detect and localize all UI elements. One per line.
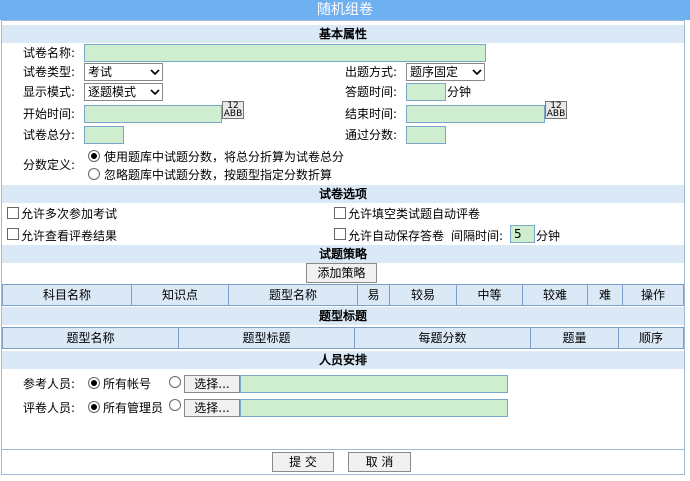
- method-label: 出题方式:: [345, 65, 398, 79]
- display-mode-label: 显示模式:: [23, 85, 76, 99]
- col-subject: 科目名称: [3, 285, 132, 305]
- start-time-label: 开始时间:: [23, 107, 76, 121]
- score-option-1-label: 使用题库中试题分数，将总分折算为试卷总分: [104, 150, 345, 164]
- paper-name-label: 试卷名称:: [23, 46, 76, 60]
- col-qtype: 题型名称: [229, 285, 358, 305]
- view-result-checkbox[interactable]: [7, 228, 19, 240]
- score-def-label: 分数定义:: [23, 158, 76, 172]
- add-strategy-button[interactable]: 添加策略: [306, 263, 377, 283]
- answer-time-unit: 分钟: [447, 85, 472, 99]
- display-mode-value: 逐题模式: [88, 85, 137, 99]
- qtype-table-header: 题型名称 题型标题 每题分数 题量 顺序: [2, 327, 684, 349]
- graders-select-radio[interactable]: [169, 399, 181, 411]
- end-time-input[interactable]: [406, 105, 545, 123]
- chevron-down-icon: [472, 69, 482, 76]
- section-qtype-title: 题型标题: [2, 307, 684, 325]
- auto-save-label: 允许自动保存答卷: [348, 229, 445, 243]
- graders-select-button[interactable]: 选择...: [184, 399, 240, 417]
- participants-select-button[interactable]: 选择...: [184, 375, 240, 393]
- section-strategy: 试题策略: [2, 245, 684, 263]
- auto-grade-fill-label: 允许填空类试题自动评卷: [348, 207, 481, 221]
- score-option-2-radio[interactable]: [88, 168, 100, 180]
- interval-label: 间隔时间:: [451, 229, 504, 243]
- display-mode-select[interactable]: 逐题模式: [84, 83, 163, 101]
- multi-attempt-label: 允许多次参加考试: [21, 207, 118, 221]
- pass-score-input[interactable]: [406, 126, 446, 144]
- col-easy: 易: [358, 285, 390, 305]
- answer-time-label: 答题时间:: [345, 85, 398, 99]
- chevron-down-icon: [150, 89, 160, 96]
- view-result-label: 允许查看评卷结果: [21, 229, 118, 243]
- end-time-label: 结束时间:: [345, 107, 398, 121]
- graders-all-radio[interactable]: [88, 401, 100, 413]
- auto-save-checkbox[interactable]: [334, 228, 346, 240]
- answer-time-input[interactable]: [406, 83, 446, 101]
- footer-divider: [2, 449, 684, 450]
- participants-all-radio[interactable]: [88, 377, 100, 389]
- paper-type-value: 考试: [88, 65, 113, 79]
- start-time-input[interactable]: [84, 105, 222, 123]
- section-options: 试卷选项: [2, 185, 684, 203]
- col-order: 顺序: [638, 331, 663, 345]
- multi-attempt-checkbox[interactable]: [7, 207, 19, 219]
- submit-button[interactable]: 提 交: [272, 452, 334, 472]
- participants-select-radio[interactable]: [169, 376, 181, 388]
- chevron-down-icon: [150, 69, 160, 76]
- interval-unit: 分钟: [536, 229, 561, 243]
- participants-all-label: 所有帐号: [103, 377, 152, 391]
- pass-score-label: 通过分数:: [345, 128, 398, 142]
- col-fairly-easy: 较易: [390, 285, 457, 305]
- method-value: 题序固定: [410, 65, 459, 79]
- participants-input[interactable]: [240, 375, 508, 393]
- auto-grade-fill-checkbox[interactable]: [334, 207, 346, 219]
- total-score-label: 试卷总分:: [23, 128, 76, 142]
- graders-label: 评卷人员:: [23, 401, 76, 415]
- col-score-each: 每题分数: [355, 328, 531, 348]
- participants-label: 参考人员:: [23, 377, 76, 391]
- strategy-table-header: 科目名称 知识点 题型名称 易 较易 中等 较难 难 操作: [2, 284, 684, 306]
- paper-type-select[interactable]: 考试: [84, 63, 163, 81]
- col-qtype-heading: 题型标题: [179, 328, 355, 348]
- col-qtype-name: 题型名称: [3, 328, 179, 348]
- interval-input[interactable]: 5: [510, 225, 535, 243]
- col-count: 题量: [531, 328, 619, 348]
- col-fairly-hard: 较难: [523, 285, 588, 305]
- score-option-1-radio[interactable]: [88, 150, 100, 162]
- paper-type-label: 试卷类型:: [23, 65, 76, 79]
- section-people: 人员安排: [2, 351, 684, 369]
- section-basic: 基本属性: [2, 25, 684, 43]
- page-title: 随机组卷: [0, 0, 690, 20]
- method-select[interactable]: 题序固定: [406, 63, 485, 81]
- paper-name-input[interactable]: [84, 44, 486, 62]
- graders-all-label: 所有管理员: [103, 401, 164, 415]
- total-score-input[interactable]: [84, 126, 124, 144]
- col-hard: 难: [588, 285, 623, 305]
- col-action: 操作: [640, 288, 665, 302]
- cancel-button[interactable]: 取 消: [348, 452, 411, 472]
- col-knowledge: 知识点: [132, 285, 229, 305]
- col-medium: 中等: [457, 285, 523, 305]
- score-option-2-label: 忽略题库中试题分数，按题型指定分数折算: [104, 168, 333, 182]
- graders-input[interactable]: [240, 399, 508, 417]
